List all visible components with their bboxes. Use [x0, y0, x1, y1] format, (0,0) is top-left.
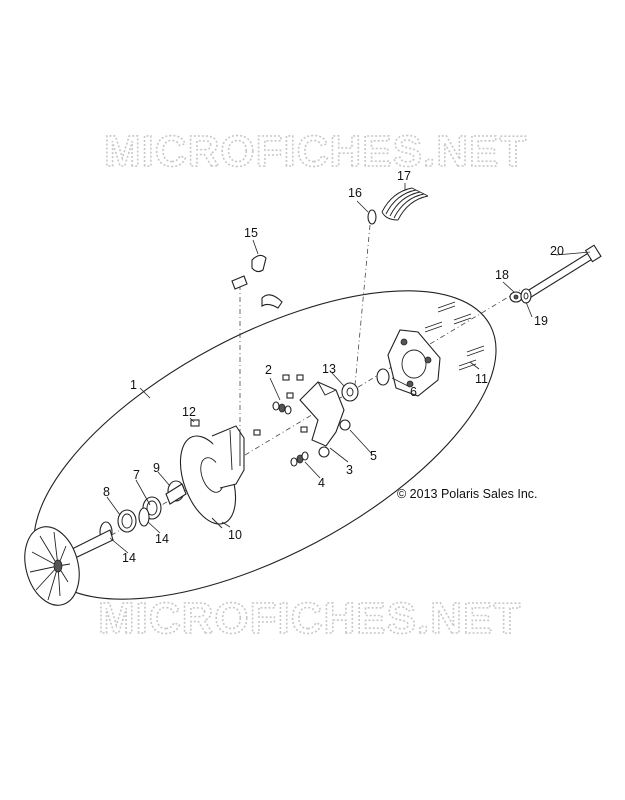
part-4-rollers — [290, 451, 309, 467]
centerline-spring — [354, 224, 371, 386]
watermark-bottom: MICROFICHES.NET — [98, 594, 521, 643]
callout-2: 2 — [265, 363, 272, 377]
callout-17: 17 — [397, 169, 411, 183]
callout-5: 5 — [370, 449, 377, 463]
part-16-ring — [367, 209, 377, 225]
part-18-nut — [509, 291, 523, 303]
callout-8: 8 — [103, 485, 110, 499]
part-14-snap-ring-upper — [138, 507, 150, 527]
part-9-bushing — [165, 480, 187, 505]
callout-10: 10 — [228, 528, 242, 542]
callout-16: 16 — [348, 186, 362, 200]
watermark-top: MICROFICHES.NET — [104, 127, 527, 176]
part-19-washer — [520, 288, 532, 304]
callout-9: 9 — [153, 461, 160, 475]
part-15-shoes — [231, 254, 283, 309]
callout-7: 7 — [133, 468, 140, 482]
callout-15: 15 — [244, 226, 258, 240]
callout-1: 1 — [130, 378, 137, 392]
leader-lines — [106, 183, 591, 554]
callout-19: 19 — [534, 314, 548, 328]
part-17-spring — [381, 187, 429, 221]
part-11-bolts — [424, 301, 485, 371]
callout-12: 12 — [182, 405, 196, 419]
callout-11: 11 — [475, 372, 488, 386]
callouts: 1 2 3 4 5 6 7 8 9 10 11 12 13 14 14 15 1… — [103, 169, 564, 565]
callout-14-upper: 14 — [155, 532, 169, 546]
part-1-stationary-sheave — [24, 526, 114, 606]
callout-14-lower: 14 — [122, 551, 136, 565]
callout-4: 4 — [318, 476, 325, 490]
part-13-washer — [341, 382, 359, 402]
part-12-sheave — [179, 419, 245, 529]
callout-20: 20 — [550, 244, 564, 258]
part-8-ring — [117, 509, 137, 533]
part-6-spider — [376, 329, 441, 397]
copyright-notice: © 2013 Polaris Sales Inc. — [397, 487, 538, 501]
part-2-pins — [253, 374, 308, 436]
part-20-bolt — [523, 244, 602, 300]
centerline-main — [69, 289, 521, 561]
part-3-arm — [299, 381, 351, 458]
callout-3: 3 — [346, 463, 353, 477]
callout-18: 18 — [495, 268, 509, 282]
callout-13: 13 — [322, 362, 336, 376]
callout-6: 6 — [410, 385, 417, 399]
